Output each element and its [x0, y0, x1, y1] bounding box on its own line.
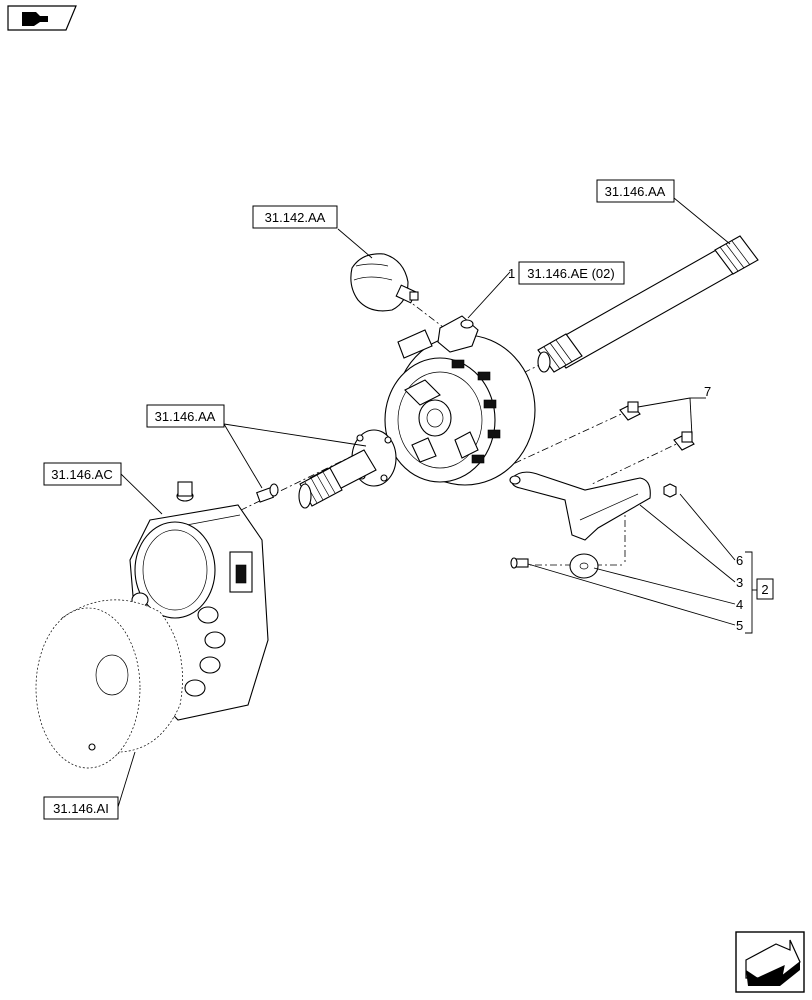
output-shaft — [537, 235, 759, 373]
ref-box-31-146-ac[interactable]: 31.146.AC — [43, 462, 122, 486]
hex-nut — [663, 483, 677, 498]
pressure-sender — [350, 253, 419, 312]
item-number-7: 7 — [704, 384, 711, 399]
item-number-2-box: 2 — [756, 578, 774, 600]
bell-housing — [35, 599, 183, 769]
svg-text:31.146.AI: 31.146.AI — [53, 801, 109, 816]
item-number-5: 5 — [736, 618, 743, 633]
sender-centerline — [404, 297, 461, 341]
item-number-3: 3 — [736, 575, 743, 590]
bolt-centerline-upper — [499, 409, 631, 471]
svg-text:31.142.AA: 31.142.AA — [265, 210, 326, 225]
ref-box-31-146-aa-top[interactable]: 31.146.AA — [596, 179, 675, 203]
svg-text:31.146.AE (02): 31.146.AE (02) — [527, 266, 614, 281]
stub-shaft — [256, 429, 397, 509]
washer — [569, 553, 599, 579]
leader-lines — [117, 197, 758, 808]
cap-screw — [510, 557, 529, 569]
item-number-4: 4 — [736, 597, 743, 612]
ref-box-31-146-ae[interactable]: 31.146.AE (02) — [518, 261, 625, 285]
ref-box-31-146-aa-left[interactable]: 31.146.AA — [146, 404, 225, 428]
next-page-arrow-icon[interactable] — [735, 931, 805, 993]
support-bracket — [509, 471, 651, 541]
svg-text:31.146.AA: 31.146.AA — [605, 184, 666, 199]
ref-box-31-146-ai[interactable]: 31.146.AI — [43, 796, 119, 820]
item-number-1: 1 — [508, 266, 515, 281]
bolt-centerline-lower — [589, 439, 686, 486]
svg-text:31.146.AA: 31.146.AA — [155, 409, 216, 424]
clutch-assembly — [384, 315, 536, 486]
svg-text:31.146.AC: 31.146.AC — [51, 467, 112, 482]
flange-bolts — [619, 401, 695, 451]
svg-text:2: 2 — [761, 582, 768, 597]
item-number-6: 6 — [736, 553, 743, 568]
ref-box-31-142-aa[interactable]: 31.142.AA — [252, 205, 338, 229]
page-nav-icon[interactable] — [7, 5, 77, 31]
